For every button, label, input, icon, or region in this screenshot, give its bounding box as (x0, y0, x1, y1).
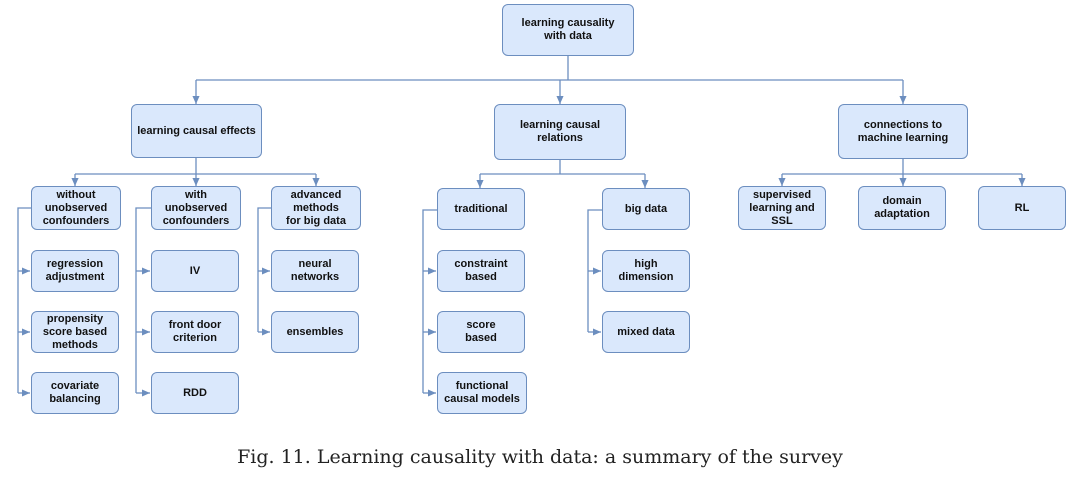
node-covariate-balancing: covariate balancing (31, 372, 119, 414)
node-advanced-methods: advanced methods for big data (271, 186, 361, 230)
edge-without-spine (17, 207, 31, 393)
node-front-door-criterion: front door criterion (151, 311, 239, 353)
node-traditional: traditional (437, 188, 525, 230)
node-regression-adjustment: regression adjustment (31, 250, 119, 292)
node-with-unobserved: with unobserved confounders (151, 186, 241, 230)
node-high-dimension: high dimension (602, 250, 690, 292)
node-big-data: big data (602, 188, 690, 230)
node-iv: IV (151, 250, 239, 292)
node-learning-causal-effects: learning causal effects (131, 104, 262, 158)
node-rdd: RDD (151, 372, 239, 414)
edge-with-spine (135, 207, 151, 393)
node-propensity-score: propensity score based methods (31, 311, 119, 353)
node-learning-causal-relations: learning causal relations (494, 104, 626, 160)
node-learning-causality: learning causality with data (502, 4, 634, 56)
node-without-unobserved: without unobserved confounders (31, 186, 121, 230)
edge-bigdata-spine (587, 209, 602, 332)
node-domain-adaptation: domain adaptation (858, 186, 946, 230)
node-rl: RL (978, 186, 1066, 230)
edge-traditional-spine (422, 209, 437, 393)
node-neural-networks: neural networks (271, 250, 359, 292)
node-constraint-based: constraint based (437, 250, 525, 292)
node-score-based: score based (437, 311, 525, 353)
node-functional-causal-models: functional causal models (437, 372, 527, 414)
edge-advanced-spine (257, 207, 271, 332)
node-supervised-learning: supervised learning and SSL (738, 186, 826, 230)
node-mixed-data: mixed data (602, 311, 690, 353)
node-connections-ml: connections to machine learning (838, 104, 968, 159)
figure-caption: Fig. 11. Learning causality with data: a… (237, 446, 843, 468)
node-ensembles: ensembles (271, 311, 359, 353)
